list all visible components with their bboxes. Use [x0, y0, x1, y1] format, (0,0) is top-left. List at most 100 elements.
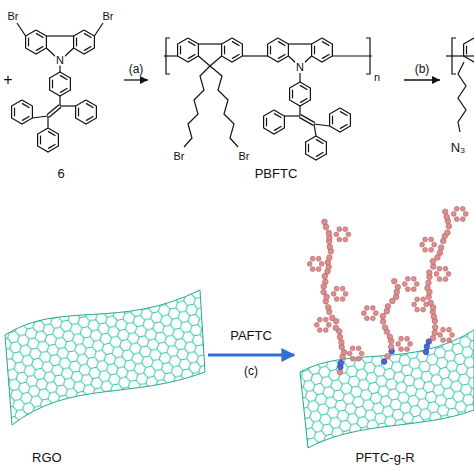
- bond: [292, 90, 293, 99]
- polymer-bead: [316, 256, 321, 261]
- polymer-bead: [334, 297, 339, 302]
- polymer-bead: [446, 272, 451, 277]
- bond: [274, 126, 281, 130]
- polymer-bead: [359, 351, 364, 356]
- compound-name: 6: [55, 167, 66, 182]
- polymer-bead: [444, 214, 450, 220]
- bond: [301, 115, 315, 123]
- polymer-bead: [429, 237, 434, 242]
- bond: [446, 55, 474, 56]
- bond: [322, 54, 329, 58]
- compound-name: PFTC-g-R: [353, 451, 416, 466]
- polymer-bead: [337, 227, 342, 232]
- atom-label: Br: [7, 11, 20, 22]
- polymer-bead: [432, 324, 438, 330]
- bond: [48, 131, 55, 135]
- polymer-bead: [385, 304, 391, 310]
- bond: [266, 118, 267, 127]
- polymer-bead: [425, 285, 431, 291]
- polymer-bead: [310, 256, 315, 261]
- polymer-bead: [411, 287, 416, 292]
- bond: [270, 46, 271, 55]
- bond: [59, 65, 60, 72]
- polymer-bead: [423, 247, 428, 252]
- polymer-bead: [442, 209, 448, 215]
- bond: [48, 144, 55, 148]
- bond: [40, 136, 41, 145]
- bond: [84, 46, 91, 50]
- polymer-bead: [432, 242, 437, 247]
- bond: [210, 56, 222, 66]
- graphene-sheet: [5, 290, 205, 425]
- polymer-bead: [445, 230, 451, 236]
- polymer-bead: [428, 300, 434, 306]
- bond: [188, 41, 195, 45]
- polymer-bead: [423, 237, 428, 242]
- polymer-bead: [334, 232, 339, 237]
- polymer-bead: [327, 255, 333, 261]
- polymer-bead: [412, 302, 417, 307]
- bond: [76, 38, 77, 47]
- polymer-bead: [319, 262, 324, 267]
- polymer-bead: [394, 289, 400, 295]
- alkyl-chain: [458, 62, 466, 132]
- polymer-bead: [431, 264, 437, 270]
- bond: [232, 41, 239, 45]
- polymer-bead: [317, 317, 322, 322]
- bond: [299, 117, 313, 125]
- polymer-bead: [321, 289, 327, 295]
- polymer-bead: [364, 306, 369, 311]
- reaction-arrow: [208, 354, 294, 357]
- polymer-bead: [380, 313, 386, 319]
- polymer-bead: [382, 325, 388, 331]
- atom-label: Br: [102, 11, 115, 22]
- polymer-bead: [395, 284, 401, 290]
- polymer-bead: [327, 244, 333, 250]
- bond: [64, 48, 74, 57]
- polymer-bead: [446, 223, 452, 229]
- bond: [49, 107, 61, 117]
- polymer-bead: [423, 349, 429, 355]
- bond: [316, 152, 323, 156]
- compound-name: RGO: [30, 451, 64, 466]
- polymer-bead: [399, 336, 404, 341]
- polymer-bead: [338, 360, 344, 366]
- polymer-bead: [437, 277, 442, 282]
- bond: [332, 55, 372, 56]
- polymer-bead: [356, 346, 361, 351]
- polymer-bead: [337, 369, 343, 375]
- benzene-ring: [74, 30, 95, 54]
- polymer-bead: [429, 247, 434, 252]
- polymer-bead: [388, 344, 394, 350]
- polymer-bead: [350, 346, 355, 351]
- polymer-bead: [329, 315, 335, 321]
- atom-label: Br: [238, 151, 251, 162]
- bond: [46, 35, 73, 36]
- bond: [288, 43, 311, 44]
- benzene-ring: [38, 128, 59, 152]
- bond: [188, 54, 195, 58]
- bond: [36, 46, 43, 50]
- plus-sign: +: [2, 72, 13, 88]
- bond: [332, 116, 333, 125]
- polymer-bead: [385, 354, 391, 360]
- polymer-bead: [343, 227, 348, 232]
- polymer-bead: [441, 327, 446, 332]
- polymer-bead: [325, 305, 331, 311]
- atom-label: N: [55, 55, 65, 66]
- bond: [17, 23, 26, 36]
- polymer-bead: [370, 306, 375, 311]
- bond: [36, 33, 43, 37]
- polymer-bead: [340, 286, 345, 291]
- polymer-bead: [323, 328, 328, 333]
- bond: [274, 113, 281, 117]
- bond: [52, 80, 53, 89]
- bond: [278, 41, 285, 45]
- polymer-bead: [326, 230, 332, 236]
- polymer-bead: [463, 212, 468, 217]
- bond: [284, 115, 300, 116]
- bond: [304, 56, 312, 63]
- polymer-bead: [323, 279, 329, 285]
- polymer-bead: [356, 356, 361, 361]
- benzene-ring: [306, 136, 327, 160]
